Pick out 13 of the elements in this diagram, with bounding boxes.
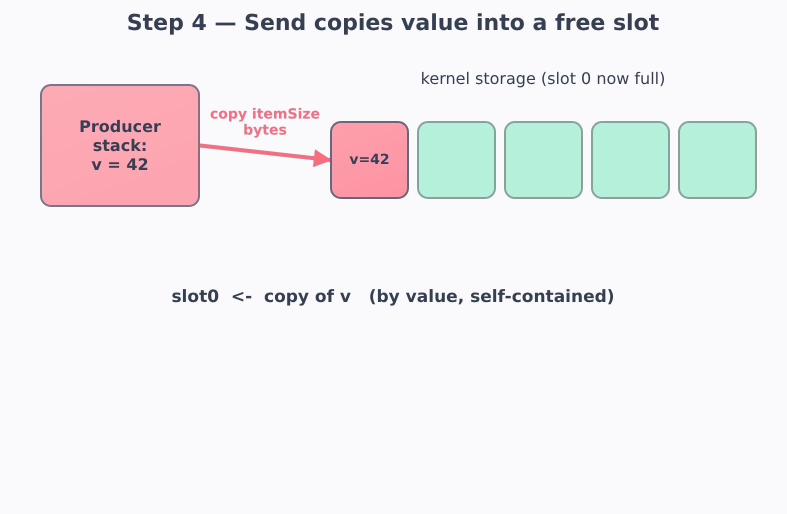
stack-box (40, 84, 200, 207)
box-text: v = 42 (91, 155, 149, 174)
box-heading: Producer stack: (78, 116, 162, 156)
slot-value: v=42 (349, 152, 390, 168)
storage-label: kernel storage (slot 0 now full) (420, 69, 666, 88)
slot-box (417, 121, 496, 199)
slot-box (330, 121, 409, 199)
slot-box (678, 121, 757, 199)
title: Step 4 — Send copies value into a free slot (126, 11, 660, 36)
slot-box (591, 121, 670, 199)
note-text: slot0 <- copy of v (by value, self-contained) (171, 287, 615, 307)
slot-box (504, 121, 583, 199)
arrow (198, 144, 332, 168)
